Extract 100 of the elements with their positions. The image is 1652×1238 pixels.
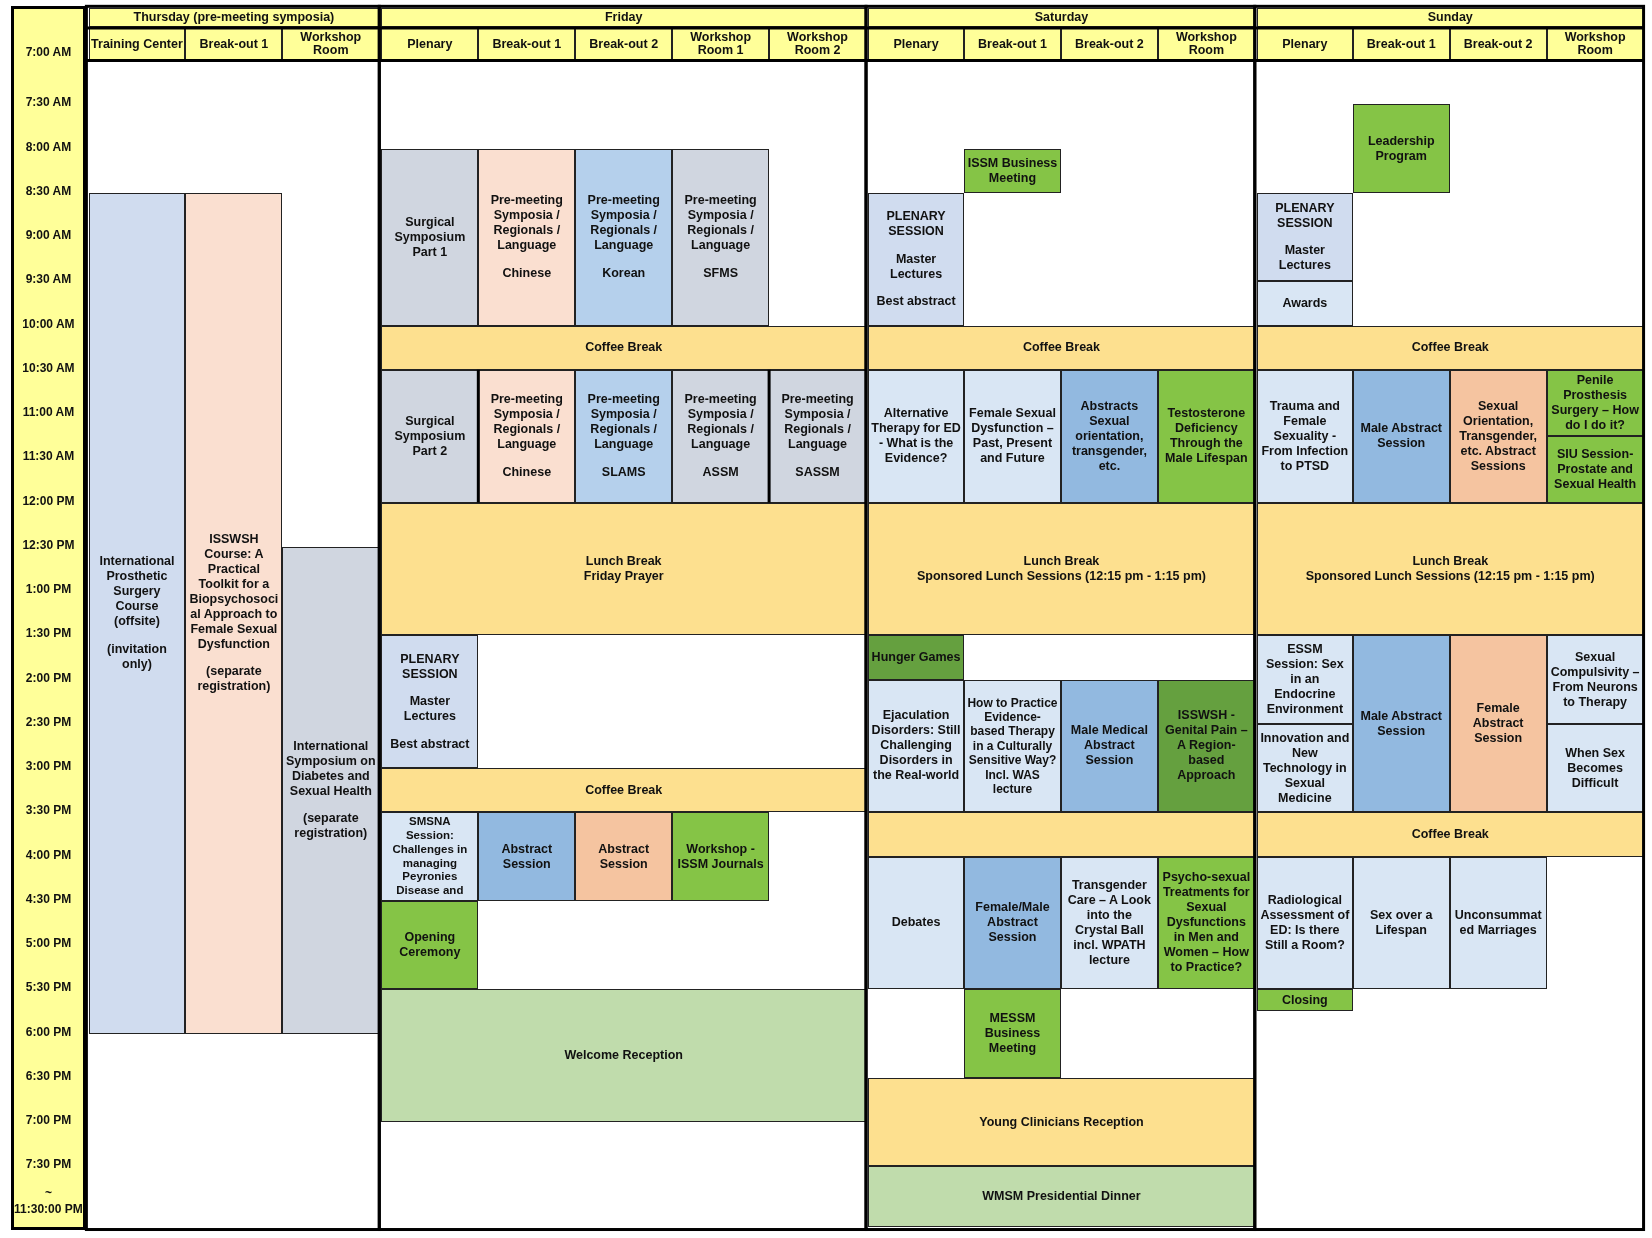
session-title: Lunch Break	[1022, 553, 1101, 569]
session-title: Opening Ceremony	[398, 930, 462, 961]
session-title: Male Medical Abstract Session	[1069, 723, 1149, 769]
header-text: Friday	[603, 11, 644, 25]
session-block	[868, 856, 964, 990]
time-label: 9:00 AM	[24, 229, 73, 243]
session-block	[964, 679, 1061, 813]
session-note: Best abstract	[389, 736, 471, 752]
session-block	[1449, 856, 1547, 990]
session-note: ASSM	[701, 464, 740, 480]
break-band	[868, 1077, 1255, 1167]
break-band	[381, 325, 867, 370]
session-title: Pre-meeting Symposia / Regionals / Language	[586, 193, 661, 254]
session-block	[964, 856, 1061, 990]
session-note: incl. WPATH lecture	[1072, 937, 1147, 968]
room-header	[478, 28, 576, 61]
header-text: Break-out 1	[977, 37, 1048, 51]
session-block	[1157, 856, 1255, 990]
room-header	[282, 28, 380, 61]
session-block	[1256, 281, 1353, 326]
session-note: (separate registration)	[293, 811, 369, 842]
session-block	[1352, 856, 1450, 990]
session-block	[868, 192, 964, 326]
room-header	[575, 28, 673, 61]
session-title: SMSNA Session: Challenges in managing Peyronies Disease and	[391, 815, 469, 898]
session-block	[964, 989, 1061, 1078]
session-title: Sex over a Lifespan	[1368, 907, 1434, 938]
session-title: Pre-meeting Symposia / Regionals / Language	[586, 392, 661, 453]
session-block	[1256, 192, 1353, 282]
session-title: Ejaculation Disorders: Still Challenging Disorders in the Real-world	[871, 708, 961, 784]
time-label: 2:30 PM	[24, 715, 73, 729]
time-label: 6:00 PM	[24, 1025, 73, 1039]
room-header	[381, 28, 479, 61]
time-label: 4:00 PM	[24, 848, 73, 862]
time-label: 8:00 AM	[24, 140, 73, 154]
session-title: Workshop - ISSM Journals	[676, 841, 765, 872]
session-note: Sponsored Lunch Sessions (12:15 pm - 1:15 pm)	[1304, 568, 1596, 584]
session-title: Unconsummated Marriages	[1453, 907, 1543, 938]
header-text: Break-out 1	[491, 37, 563, 51]
session-block	[381, 148, 479, 326]
session-note: Korean	[601, 265, 647, 281]
session-title: ISSWSH Course: A Practical Toolkit for a Biopsychosocial Approach to Female Sexual Dysfunction	[188, 531, 280, 652]
session-block	[478, 148, 576, 326]
time-label: 5:30 PM	[24, 981, 73, 995]
session-note: Incl. WAS lecture	[984, 767, 1041, 797]
session-block	[381, 369, 479, 503]
time-label: 9:30 AM	[24, 273, 73, 287]
break-band	[381, 768, 867, 813]
session-block	[964, 148, 1061, 193]
header-text: Workshop Room 1	[689, 31, 753, 58]
session-block	[672, 369, 770, 503]
session-block	[868, 369, 964, 503]
session-note: Master Lectures	[1277, 243, 1332, 274]
break-band	[1256, 502, 1644, 636]
session-block	[1060, 856, 1158, 990]
session-title: Surgical Symposium Part 2	[393, 413, 467, 459]
session-title: Radiological Assessment of ED: Is there Still a Room?	[1259, 892, 1350, 953]
session-title: Psycho-sexual Treatments for Sexual Dysfunctions in Men and Women – How to Practice?	[1161, 870, 1252, 976]
time-label: 5:00 PM	[24, 937, 73, 951]
session-title: ISSM Business Meeting	[967, 155, 1058, 186]
session-title: Penile Prosthesis Surgery – How do I do it?	[1550, 373, 1640, 433]
time-label: 7:00 PM	[24, 1114, 73, 1128]
time-label: ~	[43, 1186, 53, 1200]
session-title: International Prosthetic Surgery Course (offsite)	[98, 554, 176, 630]
session-title: Lunch Break	[584, 553, 663, 569]
session-title: ESSM Session: Sex in an Endocrine Environment	[1264, 642, 1345, 718]
session-title: Pre-meeting Symposia / Regionals / Language	[780, 392, 855, 453]
time-label: 4:30 PM	[24, 892, 73, 906]
session-block	[1546, 635, 1644, 724]
session-block	[1256, 856, 1353, 990]
session-block	[1449, 635, 1547, 813]
session-title: Female/Male Abstract Session	[974, 900, 1051, 946]
session-block	[1352, 369, 1450, 503]
header-text: Plenary	[406, 37, 454, 51]
break-band	[1256, 325, 1644, 370]
session-block	[769, 369, 866, 503]
session-title: Surgical Symposium Part 1	[393, 214, 467, 260]
time-label: 1:00 PM	[24, 583, 73, 597]
header-text: Training Center	[90, 37, 184, 51]
session-block	[1060, 679, 1158, 813]
session-block	[1352, 104, 1450, 193]
time-label: 10:00 AM	[21, 317, 76, 331]
session-block	[1449, 369, 1547, 503]
session-block	[381, 635, 479, 769]
session-title: Debates	[890, 915, 942, 931]
session-block	[1352, 635, 1450, 813]
break-band	[381, 989, 867, 1123]
session-title: Sexual Compulsivity – From Neurons to Therapy	[1549, 649, 1641, 710]
session-block	[1256, 989, 1353, 1012]
header-text: Workshop Room	[299, 31, 363, 58]
session-block	[868, 635, 964, 680]
session-title: Trauma and Female Sexuality - From Infection to PTSD	[1260, 398, 1350, 474]
session-title: Alternative Therapy for ED - What is the Evidence?	[871, 406, 961, 467]
session-title: How to Practice Evidence-based Therapy in a Culturally Sensitive Way?	[967, 695, 1058, 768]
session-block	[575, 148, 673, 326]
session-title: Innovation and New Technology in Sexual Medicine	[1259, 730, 1350, 806]
session-title: Pre-meeting Symposia / Regionals / Language	[683, 193, 758, 254]
time-label: 2:00 PM	[24, 671, 73, 685]
room-header	[1546, 28, 1644, 61]
room-header	[88, 28, 186, 61]
